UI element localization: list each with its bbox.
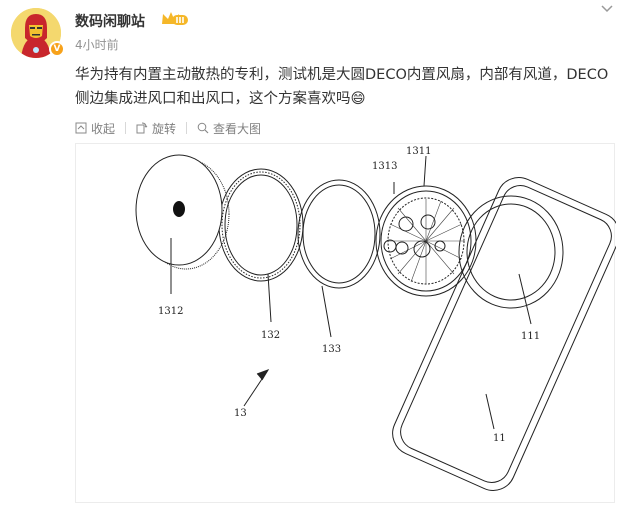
label-133: 133: [322, 344, 341, 355]
iron-man-avatar-icon: [11, 8, 61, 58]
view-large-label: 查看大图: [213, 121, 262, 136]
verified-badge-icon: V: [49, 41, 65, 57]
vip-crown-icon[interactable]: III: [160, 10, 190, 28]
image-action-bar: 收起 旋转 查看大图: [75, 119, 261, 137]
ring-133: [297, 179, 381, 289]
label-13: 13: [234, 408, 247, 419]
rotate-icon: [136, 122, 148, 134]
avatar[interactable]: [11, 8, 61, 58]
ring-132: [218, 168, 304, 282]
collapse-button[interactable]: 收起: [75, 120, 115, 137]
patent-drawing: 1311 1313 1312 132 133 111 13 11: [135, 146, 620, 491]
badge-level: III: [176, 16, 185, 25]
zoom-icon: [197, 122, 209, 134]
divider: [186, 122, 188, 134]
cover-dot: [173, 201, 185, 217]
divider: [125, 122, 127, 134]
collapse-label: 收起: [91, 121, 116, 136]
timestamp[interactable]: 4小时前: [75, 38, 119, 52]
label-11: 11: [493, 433, 506, 444]
collapse-icon: [75, 122, 87, 134]
rotate-label: 旋转: [152, 121, 177, 136]
view-large-button[interactable]: 查看大图: [197, 120, 261, 137]
fan-module: [375, 185, 477, 297]
label-132: 132: [261, 330, 280, 341]
label-1311: 1311: [406, 146, 431, 157]
lens-ring-111: [458, 195, 564, 309]
label-111: 111: [521, 331, 540, 342]
post-text: 华为持有内置主动散热的专利，测试机是大圆DECO内置风扇，内部有风道，DECO侧…: [75, 67, 609, 107]
username[interactable]: 数码闲聊站: [75, 14, 145, 30]
rotate-button[interactable]: 旋转: [136, 120, 176, 137]
more-chevron-icon[interactable]: [598, 0, 616, 18]
patent-figure-image[interactable]: 1311 1313 1312 132 133 111 13 11: [75, 143, 620, 503]
label-1312: 1312: [158, 306, 183, 317]
phone-body: [392, 177, 620, 491]
label-1313: 1313: [372, 161, 397, 172]
